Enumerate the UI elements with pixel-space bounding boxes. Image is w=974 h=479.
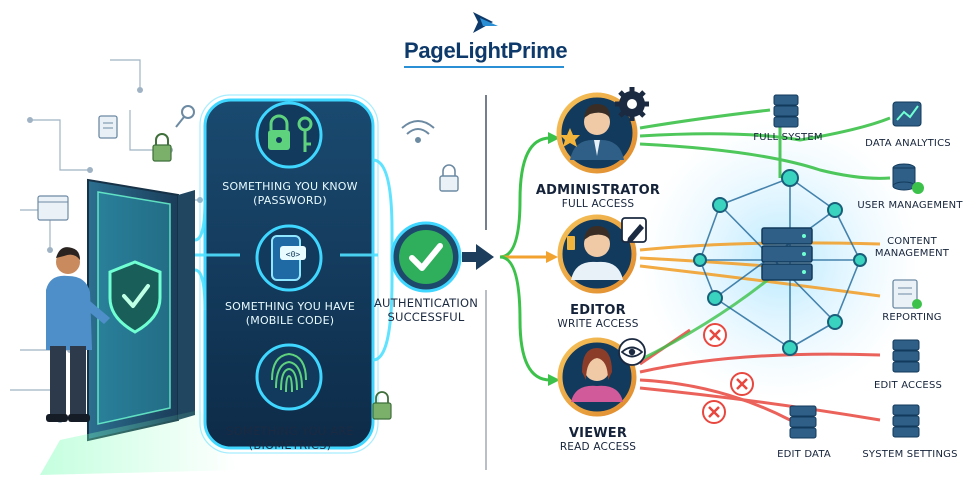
role-editor-subtitle: WRITE ACCESS — [557, 318, 639, 330]
full-system-server-icon — [773, 94, 799, 128]
data-analytics-chart-icon — [892, 101, 922, 127]
padlock-icon — [152, 133, 172, 162]
resource-data-analytics: DATA ANALYTICS — [865, 138, 951, 149]
shield-check-icon — [108, 260, 162, 334]
eye-icon — [618, 338, 646, 366]
pencil-icon — [621, 217, 647, 243]
reporting-doc-icon — [892, 279, 922, 309]
role-viewer-label: VIEWER READ ACCESS — [530, 426, 666, 454]
role-viewer-subtitle: READ ACCESS — [559, 441, 637, 453]
resource-edit-access: EDIT ACCESS — [873, 380, 943, 391]
padlock-icon-3 — [372, 391, 392, 420]
network-nodes — [693, 169, 867, 356]
person-figure — [46, 247, 110, 422]
arrowhead-viewer — [548, 374, 560, 386]
forward-arrow-icon — [462, 244, 494, 270]
role-admin-subtitle: FULL ACCESS — [561, 198, 635, 210]
arrowhead-editor — [546, 251, 558, 263]
factor-are-line1: SOMETHING YOU ARE — [226, 424, 354, 438]
viewer-avatar-icon — [557, 337, 637, 417]
role-viewer-title: VIEWER — [568, 426, 628, 441]
denied-x-icon-2 — [730, 372, 754, 396]
brand-logo-underline — [404, 66, 564, 68]
resource-content-line2: MANAGEMENT — [874, 248, 950, 259]
logo-mark-icon — [473, 12, 498, 33]
auth-success-badge — [390, 221, 462, 293]
factor-are-line2: (BIOMETRICS) — [248, 438, 332, 452]
resource-system-settings: SYSTEM SETTINGS — [862, 449, 958, 460]
viewer-read-line — [639, 268, 781, 362]
resource-content-line1: CONTENT — [887, 236, 937, 247]
role-branch-arrows — [499, 136, 551, 382]
editor-avatar-icon — [557, 214, 637, 294]
denied-x-icon — [703, 323, 727, 347]
brand-logo-text: PageLightPrime — [404, 38, 568, 63]
role-admin-label: ADMINISTRATOR FULL ACCESS — [530, 183, 666, 211]
browser-window-icon — [37, 195, 69, 221]
central-server-icon — [761, 227, 813, 281]
factor-have-line2: (MOBILE CODE) — [245, 314, 335, 327]
factor-have-line1: SOMETHING YOU HAVE — [224, 300, 356, 313]
factor-have-badge: <0> — [255, 224, 323, 292]
factor-have-label: SOMETHING YOU HAVE (MOBILE CODE) — [214, 300, 366, 328]
role-editor-label: EDITOR WRITE ACCESS — [530, 303, 666, 331]
key-icon — [175, 105, 195, 128]
factor-are-label: SOMETHING YOU ARE (BIOMETRICS) — [214, 424, 366, 452]
factor-know-label: SOMETHING YOU KNOW (PASSWORD) — [214, 180, 366, 208]
svg-text:<0>: <0> — [286, 250, 301, 259]
factor-know-line2: (PASSWORD) — [253, 194, 327, 207]
wifi-icon — [401, 120, 435, 143]
role-editor-title: EDITOR — [570, 303, 626, 318]
auth-result-line1: AUTHENTICATION — [373, 296, 479, 310]
auth-result-line2: SUCCESSFUL — [387, 310, 465, 324]
edit-data-server-icon — [789, 405, 817, 439]
role-admin-title: ADMINISTRATOR — [535, 183, 661, 198]
factor-know-badge — [255, 101, 323, 169]
factor-connectors — [194, 158, 394, 362]
user-management-db-icon — [892, 163, 924, 194]
gear-icon — [615, 87, 649, 121]
resource-content-management: CONTENT MANAGEMENT — [862, 236, 962, 260]
factor-know-line1: SOMETHING YOU KNOW — [222, 180, 358, 193]
denied-x-icon-3 — [702, 400, 726, 424]
arrowhead-admin — [548, 132, 560, 144]
document-icon — [98, 115, 118, 139]
resource-full-system: FULL SYSTEM — [753, 132, 823, 143]
padlock-icon-2 — [439, 164, 459, 192]
resource-reporting: REPORTING — [882, 312, 942, 323]
auth-result-label: AUTHENTICATION SUCCESSFUL — [366, 296, 486, 324]
admin-avatar-icon — [556, 92, 638, 174]
system-settings-server-icon — [892, 404, 920, 438]
resource-user-management: USER MANAGEMENT — [857, 200, 963, 211]
edit-access-server-icon — [892, 339, 920, 373]
resource-edit-data: EDIT DATA — [777, 449, 831, 460]
factor-are-badge — [255, 343, 323, 411]
